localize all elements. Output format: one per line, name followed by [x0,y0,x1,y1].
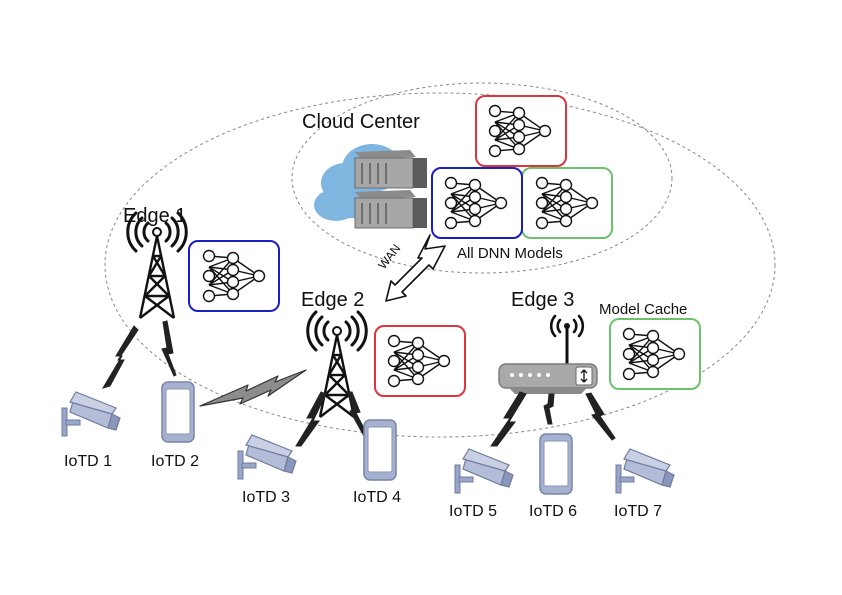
iotd-1-label: IoTD 1 [64,453,112,470]
wan-label: WAN [375,242,403,272]
phone-icon [161,381,195,443]
dnn-model-blue-cloud [431,167,523,239]
iotd-6-label: IoTD 6 [529,503,577,520]
camera-icon [615,448,675,494]
cloud-center-title: Cloud Center [302,111,420,133]
wide-coverage-ellipse [104,92,776,438]
dnn-model-red-cloud [475,95,567,167]
camera-icon [61,391,121,437]
cloud-coverage-ellipse [291,82,673,274]
phone-icon [539,433,573,495]
dnn-model-red-edge2 [374,325,466,397]
iotd-3-label: IoTD 3 [242,489,290,506]
all-dnn-models-label: All DNN Models [457,245,563,262]
iotd-5-label: IoTD 5 [449,503,497,520]
edge-2-label: Edge 2 [301,289,364,311]
camera-icon [237,434,297,480]
wan-arrow-icon [385,234,446,302]
model-cache-label: Model Cache [599,301,687,318]
dnn-model-green-cloud [521,167,613,239]
tower-icon [126,211,188,320]
lightning-icon [199,369,307,407]
iotd-7-label: IoTD 7 [614,503,662,520]
edge-3-label: Edge 3 [511,289,574,311]
router-icon [498,314,598,394]
server-icon [354,150,427,229]
camera-icon [454,448,514,494]
phone-icon [363,419,397,481]
iotd-4-label: IoTD 4 [353,489,401,506]
dnn-model-blue-edge1 [188,240,280,312]
iotd-2-label: IoTD 2 [151,453,199,470]
dnn-model-green-edge3 [609,318,701,390]
